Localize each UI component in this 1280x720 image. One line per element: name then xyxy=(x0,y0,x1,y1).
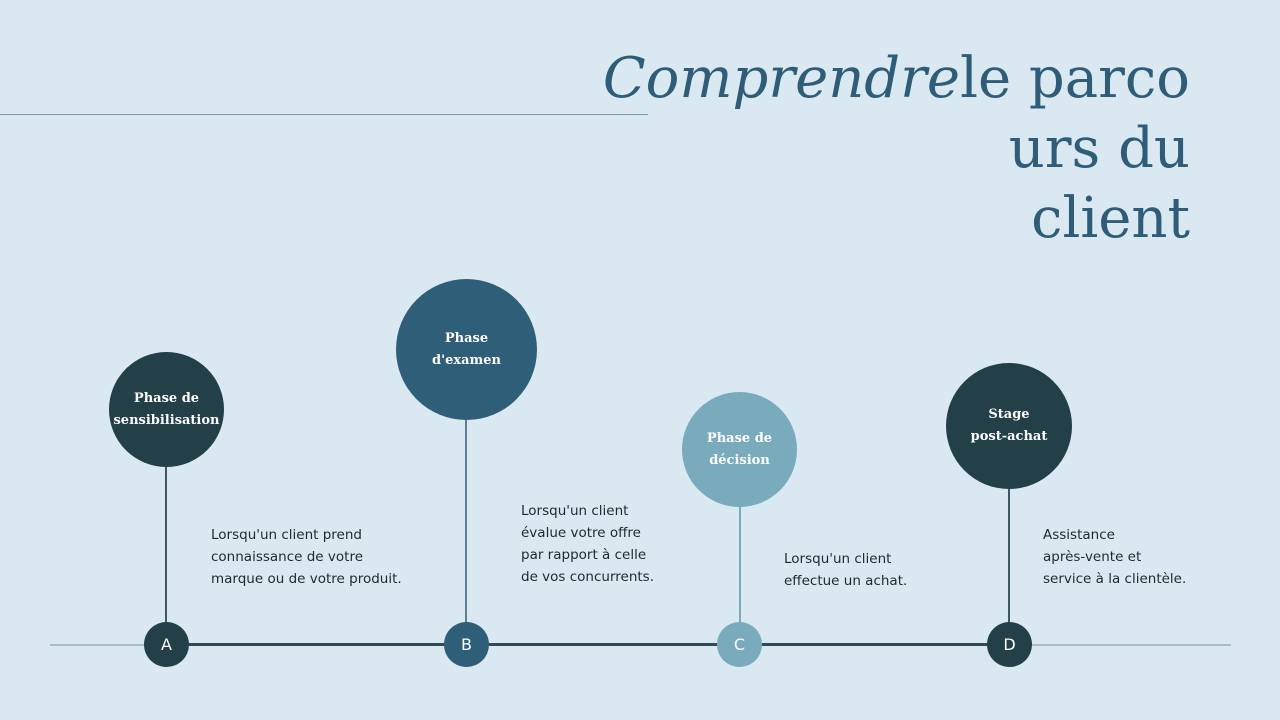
title-line2: urs du xyxy=(1008,116,1190,181)
stage-label: Phase d'examen xyxy=(432,330,501,368)
stem-b xyxy=(465,415,467,645)
stage-description-awareness: Lorsqu'un client prend connaissance de v… xyxy=(211,527,402,587)
stage-node-consideration: Phase d'examen xyxy=(396,279,537,420)
title-line3: client xyxy=(1031,186,1190,251)
marker-a: A xyxy=(144,622,189,667)
stage-description-consideration: Lorsqu'un client évalue votre offre par … xyxy=(521,503,655,585)
marker-letter: C xyxy=(733,635,746,654)
marker-b: B xyxy=(444,622,489,667)
stage-description-post-purchase: Assistance après-vente et service à la c… xyxy=(1043,527,1187,587)
page-title: Comprendrele parco urs du client xyxy=(590,44,1190,254)
title-italic: Comprendre xyxy=(602,46,961,111)
stem-a xyxy=(165,460,167,645)
marker-letter: B xyxy=(461,635,472,654)
timeline-active-segment xyxy=(166,643,1009,646)
stage-node-post-purchase: Stage post-achat xyxy=(946,363,1072,489)
stage-label: Phase de décision xyxy=(706,430,773,468)
marker-d: D xyxy=(987,622,1032,667)
stage-description-decision: Lorsqu'un client effectue un achat. xyxy=(784,551,908,589)
stem-d xyxy=(1008,485,1010,645)
marker-c: C xyxy=(717,622,762,667)
marker-letter: D xyxy=(1003,635,1016,654)
stage-label: Phase de sensibilisation xyxy=(113,390,220,428)
stage-label: Stage post-achat xyxy=(970,407,1048,444)
stem-c xyxy=(739,500,741,645)
title-line1-rest: le parco xyxy=(960,46,1190,111)
marker-letter: A xyxy=(161,635,172,654)
stage-node-awareness: Phase de sensibilisation xyxy=(109,352,224,467)
stage-node-decision: Phase de décision xyxy=(682,392,797,507)
top-divider-line xyxy=(0,114,648,115)
